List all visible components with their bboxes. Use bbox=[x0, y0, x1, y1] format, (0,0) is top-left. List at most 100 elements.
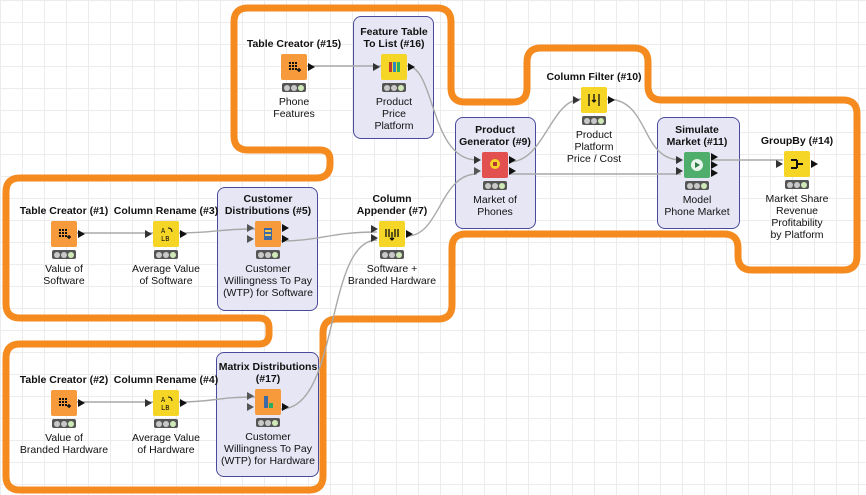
node-body[interactable] bbox=[776, 151, 818, 177]
output-port[interactable] bbox=[308, 63, 315, 71]
appender-icon bbox=[385, 229, 399, 241]
connection-17-7[interactable] bbox=[280, 239, 378, 410]
input-port[interactable] bbox=[676, 156, 683, 164]
node-label: Customer Willingness To Pay (WTP) for Ha… bbox=[221, 431, 315, 467]
status-lights bbox=[256, 250, 280, 259]
selected-node-5[interactable] bbox=[217, 187, 318, 311]
input-port[interactable] bbox=[474, 167, 481, 175]
node-title: Simulate Market (#11) bbox=[666, 124, 728, 148]
node-body[interactable] bbox=[51, 390, 85, 416]
output-port[interactable] bbox=[711, 161, 718, 169]
output-port[interactable] bbox=[509, 167, 516, 175]
node-customer-distributions-5[interactable]: Customer Distributions (#5) Customer Wil… bbox=[203, 181, 333, 299]
input-port[interactable] bbox=[474, 156, 481, 164]
node-label: Phone Features bbox=[273, 96, 315, 120]
svg-text:A: A bbox=[161, 227, 166, 235]
node-body[interactable] bbox=[371, 221, 413, 247]
node-body[interactable] bbox=[373, 54, 415, 80]
table-icon bbox=[59, 229, 71, 239]
input-port[interactable] bbox=[676, 167, 683, 175]
rename-icon: ALB bbox=[161, 396, 173, 412]
input-port[interactable] bbox=[371, 225, 378, 233]
input-port[interactable] bbox=[371, 234, 378, 242]
input-port[interactable] bbox=[247, 224, 254, 232]
node-title: Product Generator (#9) bbox=[459, 124, 531, 148]
output-port[interactable] bbox=[78, 230, 85, 238]
status-lights bbox=[52, 250, 76, 259]
status-lights bbox=[154, 250, 178, 259]
status-lights bbox=[483, 181, 507, 190]
node-groupby-14[interactable]: GroupBy (#14) Market Share Revenue Profi… bbox=[732, 123, 862, 241]
node-body[interactable] bbox=[247, 221, 289, 247]
connection-16-9[interactable] bbox=[406, 65, 478, 161]
input-port[interactable] bbox=[247, 235, 254, 243]
output-port[interactable] bbox=[711, 169, 718, 177]
node-body[interactable] bbox=[281, 54, 315, 80]
node-body[interactable] bbox=[51, 221, 85, 247]
feature-list-icon bbox=[389, 62, 400, 72]
node-label: Market of Phones bbox=[473, 194, 517, 218]
output-port[interactable] bbox=[711, 153, 718, 161]
node-table-creator-1[interactable]: Table Creator (#1) Value of Software bbox=[0, 193, 129, 287]
connection-9-10[interactable] bbox=[508, 98, 583, 163]
connection-5-7[interactable] bbox=[280, 231, 378, 242]
input-port[interactable] bbox=[776, 160, 783, 168]
output-port[interactable] bbox=[282, 403, 289, 411]
connection-4-17[interactable] bbox=[178, 396, 257, 403]
input-port[interactable] bbox=[145, 399, 152, 407]
node-label: Market Share Revenue Profitability by Pl… bbox=[765, 193, 829, 241]
node-title: Table Creator (#1) bbox=[19, 205, 109, 217]
output-port[interactable] bbox=[282, 235, 289, 243]
node-simulate-market-11[interactable]: Simulate Market (#11) Model Phone Market bbox=[632, 112, 762, 218]
node-feature-table-to-list-16[interactable]: Feature Table To List (#16) Product Pric… bbox=[329, 14, 459, 132]
output-port[interactable] bbox=[811, 160, 818, 168]
output-port[interactable] bbox=[509, 156, 516, 164]
input-port[interactable] bbox=[573, 96, 580, 104]
status-lights bbox=[282, 83, 306, 92]
status-lights bbox=[52, 419, 76, 428]
connection-3-5[interactable] bbox=[178, 228, 257, 234]
groupby-icon bbox=[791, 159, 803, 169]
connection-10-11[interactable] bbox=[606, 98, 682, 161]
node-product-generator-9[interactable]: Product Generator (#9) Market of Phones bbox=[430, 112, 560, 218]
output-port[interactable] bbox=[78, 399, 85, 407]
input-port[interactable] bbox=[247, 403, 254, 411]
output-port[interactable] bbox=[406, 230, 413, 238]
node-table-creator-2[interactable]: Table Creator (#2) Value of Branded Hard… bbox=[0, 362, 129, 456]
input-port[interactable] bbox=[145, 230, 152, 238]
node-column-filter-10[interactable]: Column Filter (#10) Product Platform Pri… bbox=[529, 59, 659, 165]
status-lights bbox=[256, 418, 280, 427]
table-icon bbox=[59, 398, 71, 408]
input-port[interactable] bbox=[373, 63, 380, 71]
node-body[interactable] bbox=[474, 152, 516, 178]
node-title: Table Creator (#15) bbox=[246, 38, 342, 50]
node-body[interactable] bbox=[247, 389, 289, 415]
output-port[interactable] bbox=[180, 230, 187, 238]
output-port[interactable] bbox=[408, 63, 415, 71]
node-title: GroupBy (#14) bbox=[760, 135, 834, 147]
rename-icon: ALB bbox=[161, 227, 173, 243]
node-label: Product Price Platform bbox=[374, 96, 414, 132]
node-label: Model Phone Market bbox=[664, 194, 730, 218]
node-body[interactable] bbox=[573, 87, 615, 113]
connection-7-9[interactable] bbox=[406, 173, 478, 237]
node-column-appender-7[interactable]: Column Appender (#7) Software + Branded … bbox=[327, 181, 457, 287]
status-lights bbox=[685, 181, 709, 190]
node-body[interactable] bbox=[676, 152, 718, 178]
svg-text:LB: LB bbox=[161, 235, 169, 243]
node-title: Table Creator (#2) bbox=[19, 374, 109, 386]
svg-text:A: A bbox=[161, 396, 166, 404]
output-port[interactable] bbox=[180, 399, 187, 407]
table-icon bbox=[289, 62, 301, 72]
node-table-creator-15[interactable]: Table Creator (#15) Phone Features bbox=[229, 26, 359, 120]
output-port[interactable] bbox=[282, 224, 289, 232]
node-matrix-distributions-17[interactable]: Matrix Distributions (#17) Customer Will… bbox=[203, 349, 333, 467]
output-port[interactable] bbox=[608, 96, 615, 104]
input-port[interactable] bbox=[247, 392, 254, 400]
